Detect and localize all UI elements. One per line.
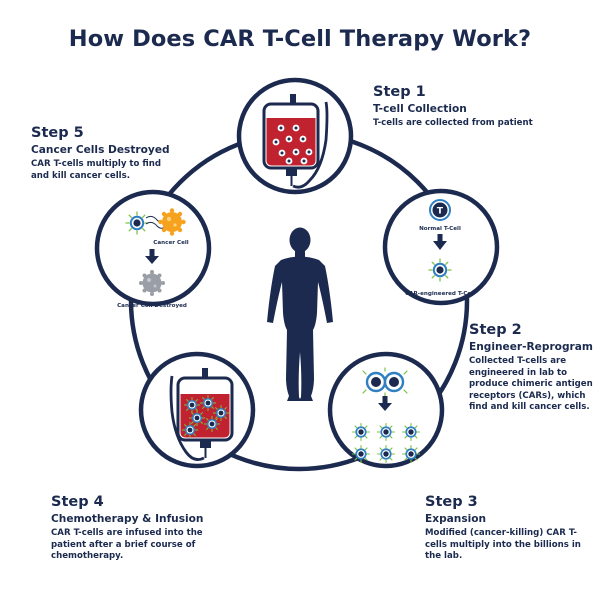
step-description: CAR T-cells are infused into the patient… (51, 528, 203, 561)
step-1-icon-circle (236, 77, 354, 195)
step-number: Step 2 (469, 322, 522, 338)
attacking-t-cell (125, 211, 149, 235)
dividing-cell (362, 367, 408, 397)
step-4-text: Step 4 Chemotherapy & Infusion CAR T-cel… (51, 494, 206, 563)
step-5-text: Step 5 Cancer Cells Destroyed CAR T-cell… (31, 125, 171, 182)
page-title: How Does CAR T-Cell Therapy Work? (68, 26, 532, 52)
cell-engineering-icon: T Normal T-Cell CAR-engineered T-Cell (405, 199, 475, 297)
step-number: Step 1 (373, 84, 426, 100)
step-description: Collected T-cells are engineered in lab … (469, 356, 593, 412)
step-heading: Cancer Cells Destroyed (31, 144, 170, 156)
cancer-cell-destroyed-label: Cancer Cell Destroyed (117, 303, 187, 309)
car-t-cell-label: CAR-engineered T-Cell (405, 291, 475, 297)
infusion-bag-icon (169, 368, 234, 461)
step-description: Modified (cancer-killing) CAR T-cells mu… (425, 528, 581, 561)
step-4-icon-circle (138, 351, 256, 469)
cell-expansion-icon (351, 367, 421, 464)
destroyed-cancer-cell (139, 270, 165, 296)
step-3-icon-circle (327, 351, 445, 469)
step-description: CAR T-cells multiply to find and kill ca… (31, 159, 162, 181)
step-description: T-cells are collected from patient (373, 118, 533, 128)
step-heading: T-cell Collection (373, 103, 467, 115)
step-number: Step 3 (425, 494, 478, 510)
cancer-cell (158, 208, 186, 236)
step-number: Step 5 (31, 125, 84, 141)
step-heading: Chemotherapy & Infusion (51, 513, 204, 525)
step-2-text: Step 2 Engineer-Reprogram Collected T-ce… (469, 322, 595, 414)
cancer-cell-icon: Cancer Cell Cancer Cell Destroyed (117, 208, 189, 309)
step-1-text: Step 1 T-cell Collection T-cells are col… (373, 84, 588, 130)
arrow-down-icon (378, 396, 392, 411)
normal-t-cell: T (429, 199, 451, 221)
step-2-icon-circle: T Normal T-Cell CAR-engineered T-Cell (382, 188, 500, 306)
t-letter: T (437, 207, 444, 217)
step-heading: Engineer-Reprogram (469, 341, 593, 353)
step-3-text: Step 3 Expansion Modified (cancer-killin… (425, 494, 585, 563)
car-t-cell (428, 258, 452, 282)
human-figure-icon (267, 227, 333, 401)
cancer-cell-label: Cancer Cell (153, 240, 188, 246)
normal-t-cell-label: Normal T-Cell (419, 226, 461, 232)
step-heading: Expansion (425, 513, 487, 525)
step-number: Step 4 (51, 494, 104, 510)
step-5-icon-circle: Cancer Cell Cancer Cell Destroyed (94, 189, 212, 309)
arrow-down-icon (433, 234, 447, 250)
arrow-down-icon (145, 249, 159, 264)
blood-bag-icon (262, 94, 329, 189)
